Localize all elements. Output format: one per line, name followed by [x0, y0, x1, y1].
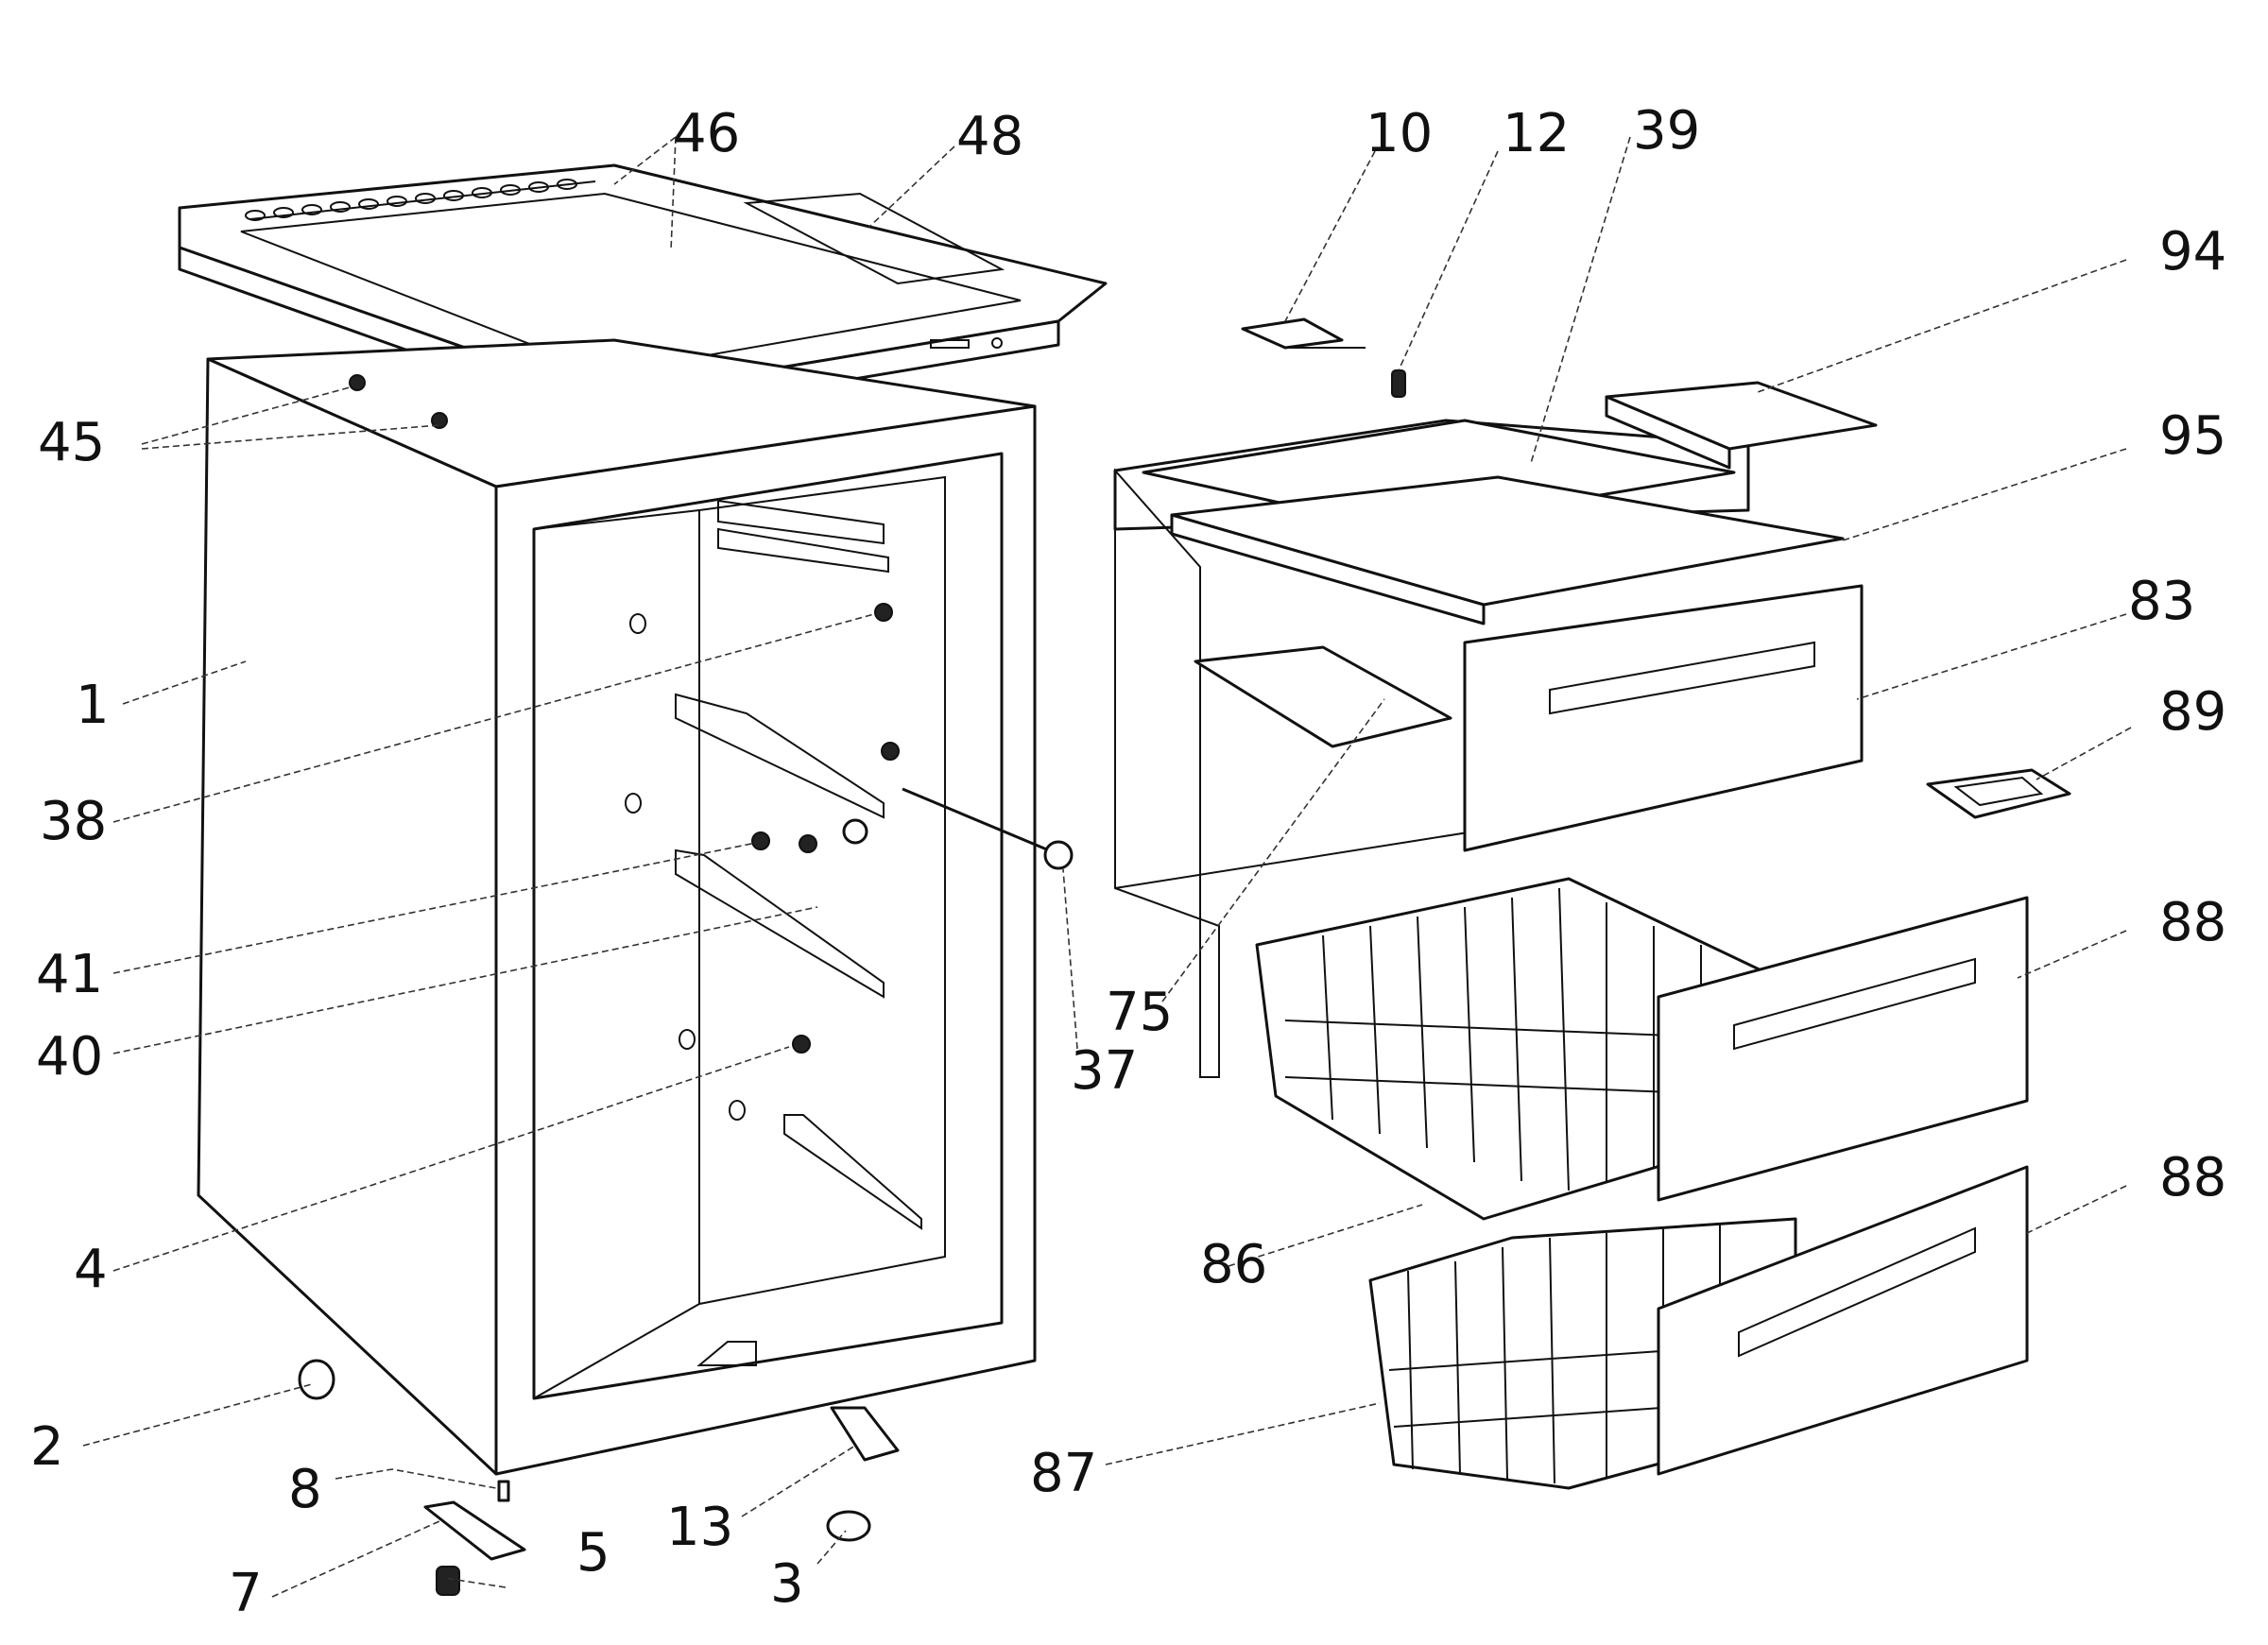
label-4: 4 [74, 1239, 108, 1300]
label-37: 37 [1071, 1040, 1138, 1102]
label-7: 7 [229, 1563, 263, 1624]
freezer-compartment-part [1113, 419, 1864, 1078]
label-3: 3 [770, 1553, 804, 1615]
label-13: 13 [666, 1497, 733, 1558]
cabinet-body-part [197, 338, 1037, 1476]
bracket-10-part [1241, 317, 1366, 350]
label-86: 86 [1200, 1234, 1267, 1295]
pin-parts [751, 603, 1074, 1054]
drawer-front-88-lower-part [1657, 1165, 2029, 1476]
leader-lines [82, 136, 2132, 1598]
label-10: 10 [1366, 103, 1433, 164]
label-41: 41 [36, 944, 103, 1005]
label-83: 83 [2128, 571, 2195, 632]
label-94: 94 [2159, 221, 2226, 283]
bottom-fittings [298, 1359, 900, 1596]
label-45: 45 [38, 412, 105, 473]
label-12: 12 [1503, 103, 1570, 164]
ice-tray-94-part [1605, 381, 1878, 470]
label-38: 38 [40, 791, 107, 852]
label-46: 46 [673, 103, 740, 164]
label-40: 40 [36, 1026, 103, 1088]
label-75: 75 [1106, 982, 1173, 1043]
screw-12-part [1391, 369, 1406, 398]
label-48: 48 [956, 106, 1023, 167]
label-5: 5 [576, 1522, 610, 1584]
label-95: 95 [2159, 405, 2226, 467]
callout-labels: 1 2 3 4 5 7 8 10 12 13 37 38 39 40 41 45… [30, 100, 2226, 1624]
label-1: 1 [76, 675, 110, 736]
drawer-front-88-upper-part [1657, 896, 2029, 1202]
label-8: 8 [288, 1459, 322, 1520]
label-87: 87 [1030, 1443, 1097, 1504]
label-2: 2 [30, 1416, 64, 1478]
label-88-upper: 88 [2159, 892, 2226, 953]
label-39: 39 [1633, 100, 1700, 162]
label-88-lower: 88 [2159, 1147, 2226, 1208]
label-89: 89 [2159, 681, 2226, 743]
hinge-89-part [1926, 768, 2071, 819]
